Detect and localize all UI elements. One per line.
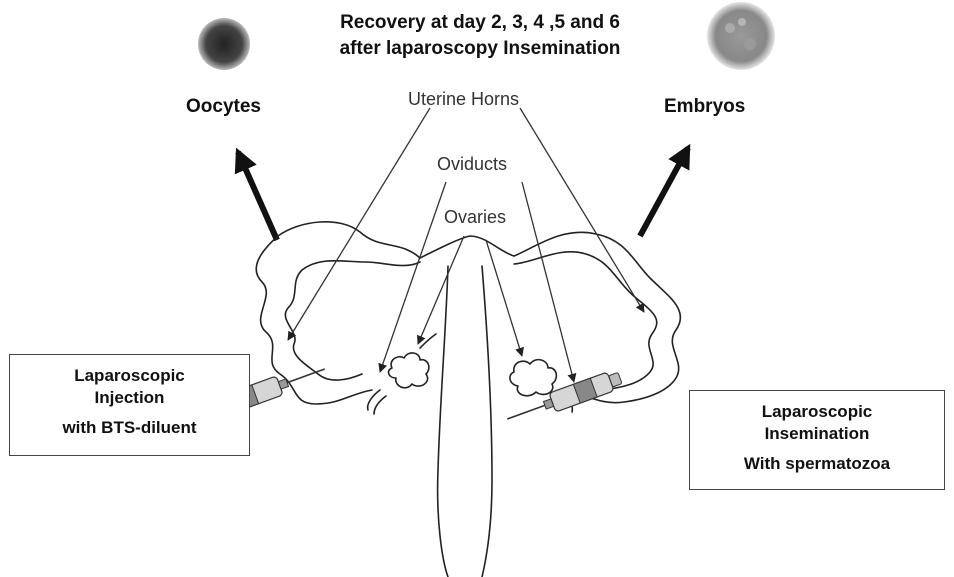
oviducts-label: Oviducts xyxy=(437,154,507,175)
uterine-horns-label: Uterine Horns xyxy=(408,89,519,110)
left-ovary xyxy=(389,353,429,388)
injection-box-line-2: Injection xyxy=(10,387,249,409)
title-line-1: Recovery at day 2, 3, 4 ,5 and 6 xyxy=(250,10,710,36)
injection-box: Laparoscopic Injection with BTS-diluent xyxy=(9,354,250,456)
embryos-label: Embryos xyxy=(664,96,745,118)
insemination-box-line-2: Insemination xyxy=(690,423,944,445)
injection-box-line-1: Laparoscopic xyxy=(10,365,249,387)
pointer-arrows xyxy=(288,108,644,382)
ovaries-label: Ovaries xyxy=(444,207,506,228)
oocytes-recovery-arrow xyxy=(238,152,277,240)
insemination-box-line-1: Laparoscopic xyxy=(690,401,944,423)
injection-box-line-3: with BTS-diluent xyxy=(10,417,249,439)
diagram-title: Recovery at day 2, 3, 4 ,5 and 6 after l… xyxy=(250,10,710,62)
embryo-image xyxy=(707,2,775,70)
insemination-box-line-3: With spermatozoa xyxy=(690,453,944,475)
right-ovary xyxy=(510,360,556,396)
right-syringe xyxy=(504,369,624,429)
title-line-2: after laparoscopy Insemination xyxy=(250,36,710,62)
insemination-box: Laparoscopic Insemination With spermatoz… xyxy=(689,390,945,490)
uterus-outline xyxy=(256,222,680,577)
oocyte-image xyxy=(198,18,250,70)
embryos-recovery-arrow xyxy=(640,148,688,236)
oocytes-label: Oocytes xyxy=(186,96,261,118)
